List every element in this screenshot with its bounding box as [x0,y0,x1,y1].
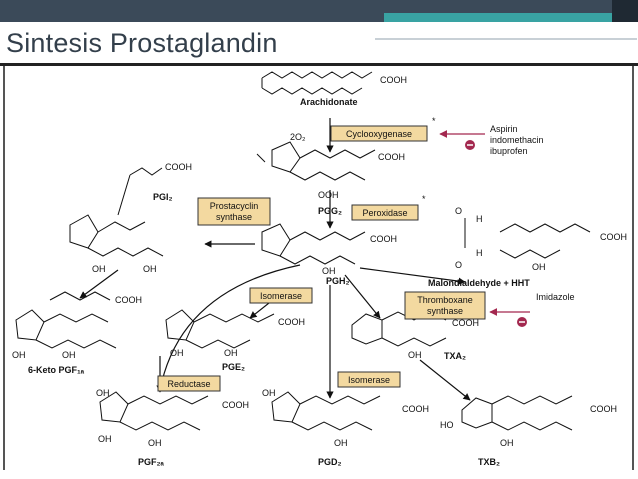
box-peroxidase [351,204,419,221]
star-cox: * [432,116,436,126]
group-oh-pgd2-a: OH [262,388,276,398]
label-pgd2: PGD₂ [318,457,342,467]
group-oh-txb2: OH [500,438,514,448]
label-txb2: TXB₂ [478,457,500,467]
group-oh-hht: OH [532,262,546,272]
label-pge2: PGE₂ [222,362,245,372]
label-arachidonate: Arachidonate [300,97,358,107]
enzyme-prostacyclin-1: Prostacyclin [210,201,259,211]
group-oh-keto-b: OH [62,350,76,360]
group-cooh-pgd2: COOH [402,404,429,414]
enzyme-thromboxane-2: synthase [427,306,463,316]
box-isomerase-pgd [337,371,401,388]
group-cooh-pge2: COOH [278,317,305,327]
inhibitor-ibuprofen: ibuprofen [490,146,528,156]
label-pgh2: PGH₂ [326,276,350,286]
group-ho-txb2: HO [440,420,454,430]
txb2-structure [461,397,493,429]
group-oh-pgh2: OH [322,266,336,276]
arrow-pgf2a [157,264,301,391]
star-peroxidase: * [422,194,426,204]
inhibitor-aspirin: Aspirin [490,124,518,134]
group-oh-keto-a: OH [12,350,26,360]
arrow-pgi2-keto [79,269,119,299]
group-cooh-keto: COOH [115,295,142,305]
group-oh-pge2-a: OH [170,348,184,358]
enzyme-prostacyclin-2: synthase [216,212,252,222]
group-cooh-hht: COOH [600,232,627,242]
group-oh-pgf2a-b: OH [98,434,112,444]
keto-pgf1a-structure [15,309,45,341]
enzyme-peroxidase: Peroxidase [362,208,407,218]
label-malondialdehyde: Malondialdehyde + HHT [428,278,530,288]
box-isomerase-pge [249,287,313,304]
pgd2-structure [271,391,301,423]
hht-structure [499,223,591,233]
enzyme-isomerase-pgd: Isomerase [348,375,390,385]
top-bar [0,0,638,22]
pge2-structure [165,309,195,341]
group-o-mda-1: O [455,206,462,216]
group-oh-pgf2a-c: OH [148,438,162,448]
group-oh-txa2: OH [408,350,422,360]
enzyme-cyclooxygenase: Cyclooxygenase [346,129,412,139]
group-oh-pgd2-b: OH [334,438,348,448]
label-keto-pgf1a: 6-Keto PGF₁ₐ [28,365,85,375]
diagram-frame [3,66,634,470]
group-oh-pgi2-b: OH [143,264,157,274]
label-pgg2: PGG₂ [318,206,342,216]
header-rule [0,63,638,66]
inhibitor-indomethacin: indomethacin [490,135,544,145]
group-cooh-txa2: COOH [452,318,479,328]
accent-stripe [384,13,612,22]
arrow-txb2 [419,359,471,401]
group-h-mda-2: H [476,248,483,258]
group-h-mda-1: H [476,214,483,224]
enzyme-isomerase-pge: Isomerase [260,291,302,301]
label-pgf2a: PGF₂ₐ [138,457,165,467]
enzyme-thromboxane-1: Thromboxane [417,295,473,305]
label-pgi2: PGI₂ [153,192,173,202]
pgg2-structure [271,141,301,173]
group-cooh-pgi2: COOH [165,162,192,172]
title-rule [375,38,637,40]
arrow-malondialdehyde [359,267,466,285]
group-cooh-txb2: COOH [590,404,617,414]
inhibitor-imidazole: Imidazole [536,292,575,302]
pgi2-structure [69,214,99,249]
label-txa2: TXA₂ [444,351,466,361]
slide-title: Sintesis Prostaglandin [6,28,278,58]
box-cyclooxygenase [330,125,428,142]
arrow-thromboxane [344,274,381,319]
group-o-mda-2: O [455,260,462,270]
pgh2-structure [261,223,291,257]
group-cooh-pgh2: COOH [370,234,397,244]
box-prostacyclin [197,197,271,226]
group-oh-pgf2a-a: OH [96,388,110,398]
group-cooh-pgg2: COOH [378,152,405,162]
enzyme-reductase: Reductase [167,379,210,389]
group-ooh: OOH [318,190,339,200]
corner-block [612,0,638,22]
group-o2: 2O₂ [290,132,306,142]
box-reductase [157,375,221,392]
pgf2a-structure [99,391,129,423]
txa2-structure [351,313,383,345]
group-oh-pgi2-a: OH [92,264,106,274]
group-cooh-pgf2a: COOH [222,400,249,410]
arachidonate-structure [261,71,373,79]
group-oh-pge2-b: OH [224,348,238,358]
box-thromboxane [404,291,486,320]
group-cooh-arachidonate: COOH [380,75,407,85]
